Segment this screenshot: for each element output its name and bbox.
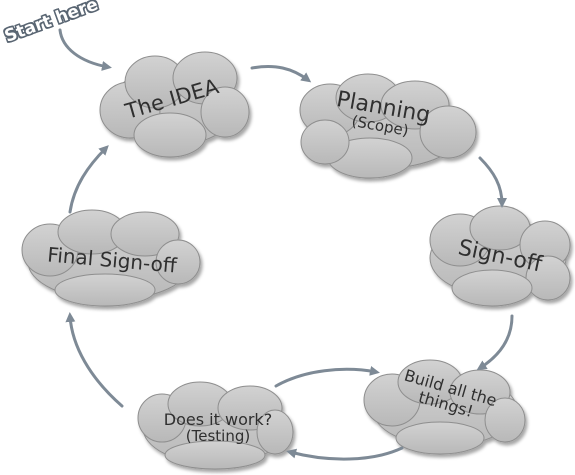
cloud-build	[363, 359, 526, 455]
node-testing-label: Does it work? (Testing)	[148, 410, 288, 445]
cloud-final	[21, 209, 201, 307]
node-testing-subtext: (Testing)	[185, 426, 251, 445]
cloud-signoff	[429, 205, 571, 307]
arrow-planning-to-signoff	[478, 156, 507, 208]
cloud-testing	[137, 381, 294, 470]
arrow-testing-to-final	[65, 312, 124, 408]
arrow-start-to-idea	[58, 28, 112, 71]
arrow-signoff-to-build	[476, 314, 514, 371]
cloud-idea	[99, 51, 250, 158]
arrow-final-to-idea	[68, 145, 109, 214]
arrow-testing-to-build	[274, 365, 380, 388]
cloud-planning	[299, 73, 477, 179]
arrow-idea-to-planning	[250, 65, 312, 83]
arrow-build-to-testing	[286, 446, 404, 461]
node-testing-text: Does it work?	[163, 410, 273, 429]
